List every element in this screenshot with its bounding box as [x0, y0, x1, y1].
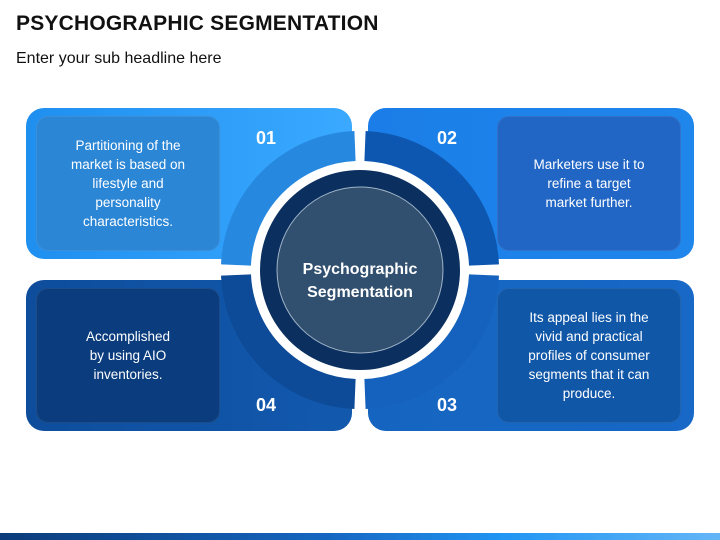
- ring-arc-02: [364, 131, 499, 266]
- quadrant-03-textbox: Its appeal lies in the vivid and practic…: [497, 288, 681, 423]
- quadrant-01-text: Partitioning of the market is based on l…: [70, 138, 186, 229]
- quadrant-04-number: 04: [256, 395, 277, 415]
- page-subtitle: Enter your sub headline here: [16, 50, 222, 67]
- ring-arc-03: [364, 274, 499, 409]
- quadrant-03-text: Its appeal lies in the vivid and practic…: [528, 310, 650, 401]
- center-disc: [276, 186, 444, 354]
- quadrant-01-textbox: Partitioning of the market is based on l…: [36, 116, 220, 251]
- ring-arc-04: [221, 274, 356, 409]
- bottom-accent-bar: [0, 533, 720, 540]
- quadrant-01-number: 01: [256, 128, 277, 148]
- page-title: PSYCHOGRAPHIC SEGMENTATION: [16, 12, 379, 35]
- center-label: Psychographic Segmentation: [302, 261, 418, 301]
- quadrant-04-textbox: Accomplished by using AIO inventories.: [36, 288, 220, 423]
- ring-arc-01: [221, 131, 356, 266]
- quadrant-03-number: 03: [437, 395, 458, 415]
- quadrant-02-number: 02: [437, 128, 458, 148]
- quadrant-04-text: Accomplished by using AIO inventories.: [85, 329, 171, 382]
- quadrant-02-text: Marketers use it to refine a target mark…: [533, 157, 645, 210]
- quadrant-02-textbox: Marketers use it to refine a target mark…: [497, 116, 681, 251]
